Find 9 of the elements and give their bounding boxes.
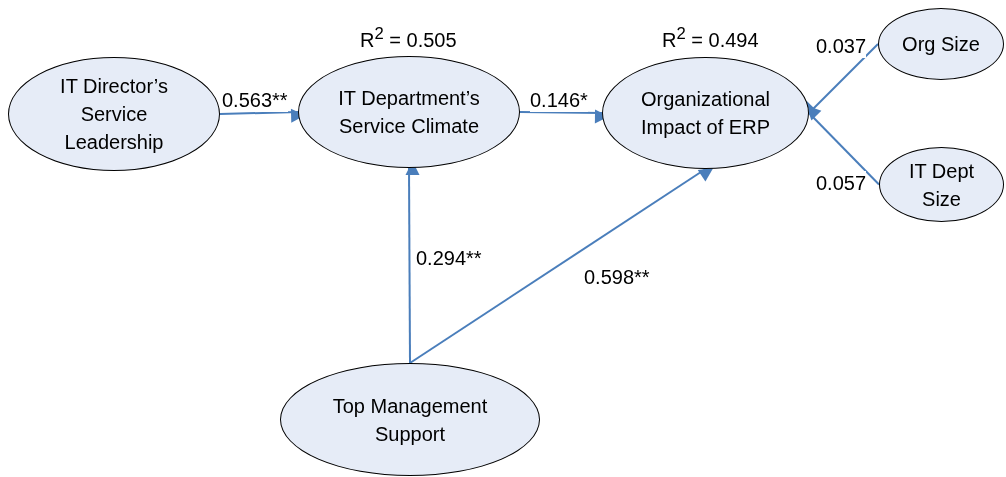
- node-label: Organizational Impact of ERP: [640, 87, 771, 140]
- r-squared-label: R$^{2}$ = 0.505: [360, 23, 457, 52]
- node-label: Org Size: [902, 32, 980, 57]
- node-label: Top Management Support: [331, 393, 489, 447]
- node-label: IT Director’s Service Leadership: [59, 74, 169, 155]
- r-squared-label: R$^{2}$ = 0.494: [662, 23, 759, 52]
- node-label: IT Department’s Service Climate: [337, 86, 481, 139]
- node-label: IT Dept Size: [907, 158, 976, 212]
- arrow: [409, 168, 714, 364]
